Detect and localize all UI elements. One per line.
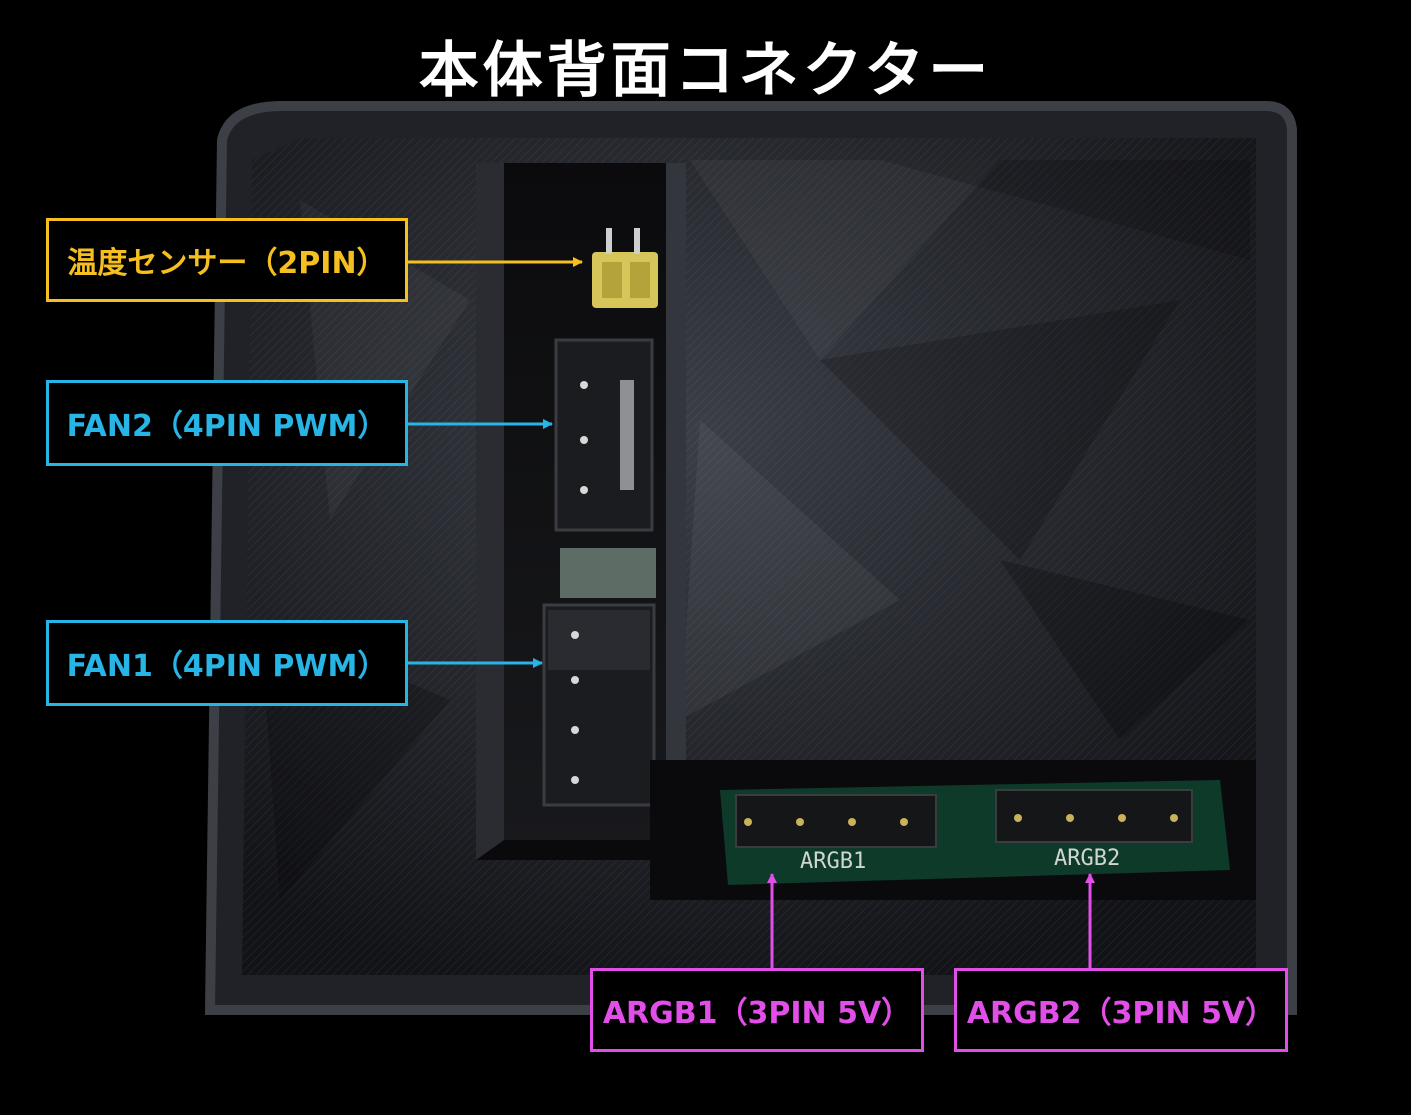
argb-connector-slot: ARGB1 ARGB2	[650, 760, 1256, 900]
argb2-label: ARGB2（3PIN 5V）	[954, 968, 1288, 1052]
fan2-header	[554, 338, 654, 532]
argb1-label: ARGB1（3PIN 5V）	[590, 968, 924, 1052]
silkscreen-argb2: ARGB2	[1054, 846, 1120, 871]
pcb-strip	[560, 548, 656, 598]
argb1-header	[735, 794, 937, 848]
fan2-label: FAN2（4PIN PWM）	[46, 380, 408, 466]
temp-sensor-header	[592, 228, 658, 308]
silkscreen-argb1: ARGB1	[800, 849, 866, 874]
temp-sensor-label: 温度センサー（2PIN）	[46, 218, 408, 302]
fan1-label: FAN1（4PIN PWM）	[46, 620, 408, 706]
fan1-header	[542, 603, 656, 807]
page-title: 本体背面コネクター	[418, 36, 993, 106]
argb2-header	[995, 789, 1193, 843]
